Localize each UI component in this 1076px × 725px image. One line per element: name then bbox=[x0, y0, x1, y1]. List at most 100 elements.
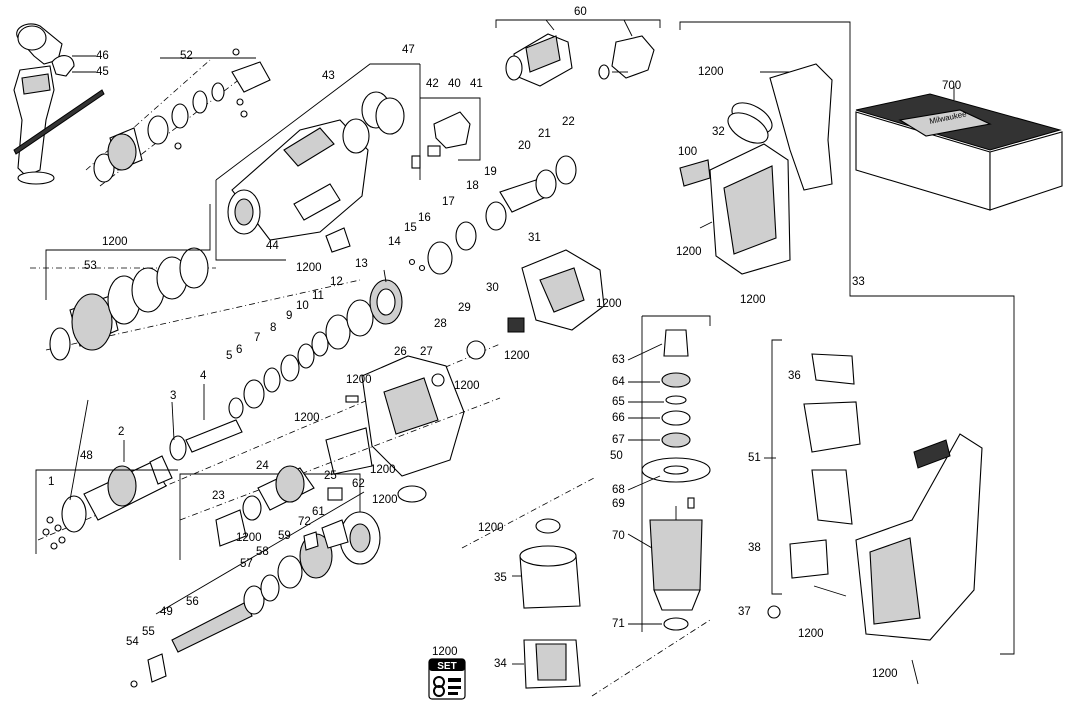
callout-64: 64 bbox=[612, 376, 625, 388]
callout-66: 66 bbox=[612, 412, 625, 424]
callout-1200-g: 1200 bbox=[294, 412, 320, 424]
callout-11: 11 bbox=[312, 290, 324, 302]
callout-1200-m: 1200 bbox=[676, 246, 702, 258]
callout-37: 37 bbox=[738, 606, 751, 618]
rear-handle-icon bbox=[767, 339, 983, 685]
callout-70: 70 bbox=[612, 530, 625, 542]
callout-52: 52 bbox=[180, 50, 193, 62]
armature-icon bbox=[641, 315, 711, 632]
callout-1200-h: 1200 bbox=[370, 464, 396, 476]
motor-field-icon bbox=[461, 477, 711, 697]
side-handle-icon bbox=[13, 23, 105, 185]
drive-train-parts-icon bbox=[30, 155, 577, 554]
callout-51: 51 bbox=[748, 452, 761, 464]
set-badge-text: SET bbox=[437, 661, 456, 672]
callout-1200-o: 1200 bbox=[798, 628, 824, 640]
callout-6: 6 bbox=[236, 344, 243, 356]
clutch-parts-icon bbox=[85, 48, 271, 187]
callout-72: 72 bbox=[298, 516, 311, 528]
callout-60: 60 bbox=[574, 6, 587, 18]
callout-1200-i: 1200 bbox=[372, 494, 398, 506]
callout-44: 44 bbox=[266, 240, 279, 252]
callout-1200-c: 1200 bbox=[596, 298, 622, 310]
callout-25: 25 bbox=[324, 470, 337, 482]
callout-1: 1 bbox=[48, 476, 55, 488]
callout-58: 58 bbox=[256, 546, 269, 558]
callout-17: 17 bbox=[442, 196, 455, 208]
callout-27: 27 bbox=[420, 346, 433, 358]
callout-7: 7 bbox=[254, 332, 261, 344]
callout-1200-n: 1200 bbox=[740, 294, 766, 306]
callout-15: 15 bbox=[404, 222, 417, 234]
callout-36: 36 bbox=[788, 370, 801, 382]
callout-56: 56 bbox=[186, 596, 199, 608]
leader-lines bbox=[69, 71, 776, 665]
callout-32: 32 bbox=[712, 126, 725, 138]
callout-59: 59 bbox=[278, 530, 291, 542]
set-badge-title: 1200 bbox=[432, 646, 458, 658]
callout-67: 67 bbox=[612, 434, 625, 446]
callout-1200-j: 1200 bbox=[236, 532, 262, 544]
callout-28: 28 bbox=[434, 318, 447, 330]
callout-20: 20 bbox=[518, 140, 531, 152]
callout-31: 31 bbox=[528, 232, 541, 244]
callout-100: 100 bbox=[678, 146, 698, 158]
callout-55: 55 bbox=[142, 626, 155, 638]
callout-1200-e: 1200 bbox=[346, 374, 372, 386]
callout-57: 57 bbox=[240, 558, 253, 570]
callout-1200-a: 1200 bbox=[102, 236, 128, 248]
drill-chuck-icon bbox=[495, 19, 661, 87]
callout-47: 47 bbox=[402, 44, 415, 56]
callout-48: 48 bbox=[80, 450, 93, 462]
callout-1200-l: 1200 bbox=[698, 66, 724, 78]
callout-62: 62 bbox=[352, 478, 365, 490]
callout-22: 22 bbox=[562, 116, 575, 128]
callout-8: 8 bbox=[270, 322, 277, 334]
callout-29: 29 bbox=[458, 302, 471, 314]
callout-4: 4 bbox=[200, 370, 207, 382]
callout-71: 71 bbox=[612, 618, 625, 630]
callout-54: 54 bbox=[126, 636, 139, 648]
motor-housing-icon bbox=[679, 21, 1015, 655]
callout-2: 2 bbox=[118, 426, 125, 438]
callout-53: 53 bbox=[84, 260, 97, 272]
gear-case-icon bbox=[179, 249, 605, 560]
intermediate-shaft-icon bbox=[130, 491, 381, 688]
callout-43: 43 bbox=[322, 70, 335, 82]
callout-26: 26 bbox=[394, 346, 407, 358]
callout-69: 69 bbox=[612, 498, 625, 510]
clip-icon bbox=[420, 97, 481, 161]
callout-5: 5 bbox=[226, 350, 233, 362]
callout-61: 61 bbox=[312, 506, 325, 518]
set-kit-icon: SET bbox=[428, 658, 466, 700]
callout-13: 13 bbox=[355, 258, 368, 270]
callout-35: 35 bbox=[494, 572, 507, 584]
callout-33: 33 bbox=[852, 276, 865, 288]
callout-65: 65 bbox=[612, 396, 625, 408]
callout-16: 16 bbox=[418, 212, 431, 224]
callout-34: 34 bbox=[494, 658, 507, 670]
callout-40: 40 bbox=[448, 78, 461, 90]
callout-1200-f: 1200 bbox=[454, 380, 480, 392]
callout-68: 68 bbox=[612, 484, 625, 496]
callout-24: 24 bbox=[256, 460, 269, 472]
callout-41: 41 bbox=[470, 78, 483, 90]
callout-1200-k: 1200 bbox=[478, 522, 504, 534]
callout-46: 46 bbox=[96, 50, 109, 62]
callout-1200-b: 1200 bbox=[296, 262, 322, 274]
callout-23: 23 bbox=[212, 490, 225, 502]
callout-45: 45 bbox=[96, 66, 109, 78]
callout-30: 30 bbox=[486, 282, 499, 294]
callout-10: 10 bbox=[296, 300, 309, 312]
callout-21: 21 bbox=[538, 128, 551, 140]
callout-50: 50 bbox=[610, 450, 623, 462]
callout-700: 700 bbox=[942, 80, 962, 92]
callout-42: 42 bbox=[426, 78, 439, 90]
callout-9: 9 bbox=[286, 310, 293, 322]
carry-case-icon: Milwaukee bbox=[855, 86, 1063, 211]
callout-18: 18 bbox=[466, 180, 479, 192]
gear-housing-icon bbox=[215, 63, 441, 261]
callout-38: 38 bbox=[748, 542, 761, 554]
callout-63: 63 bbox=[612, 354, 625, 366]
